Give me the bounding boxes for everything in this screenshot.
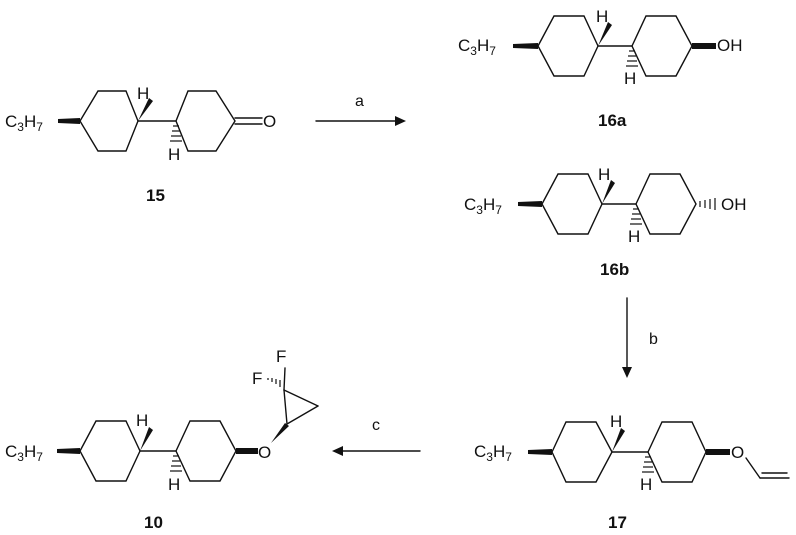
compound-15: C3H7 H H O 15: [5, 84, 276, 205]
h-atom: H: [598, 165, 610, 184]
h-atom: H: [624, 69, 636, 88]
propyl-label: C3H7: [5, 112, 43, 134]
h-atom: H: [168, 145, 180, 164]
reagent-label: b: [649, 331, 658, 348]
compound-16a: C3H7 H H OH 16a: [458, 7, 743, 130]
compound-number: 15: [146, 186, 165, 205]
h-atom: H: [610, 412, 622, 431]
f-atom: F: [276, 347, 286, 366]
compound-number: 16b: [600, 260, 629, 279]
o-atom: O: [258, 443, 271, 462]
compound-number: 17: [608, 513, 627, 532]
oh-group: OH: [721, 195, 747, 214]
oh-group: OH: [717, 36, 743, 55]
reaction-arrow-c: c: [332, 417, 421, 456]
propyl-label: C3H7: [5, 442, 43, 464]
h-atom: H: [168, 475, 180, 494]
propyl-label: C3H7: [458, 36, 496, 58]
reaction-arrow-b: b: [622, 297, 658, 378]
compound-16b: C3H7 H H OH 16b: [464, 165, 747, 279]
h-atom: H: [628, 227, 640, 246]
reagent-label: a: [355, 93, 364, 110]
compound-17: C3H7 H H O 17: [474, 412, 790, 532]
h-atom: H: [596, 7, 608, 26]
reaction-arrow-a: a: [315, 93, 406, 126]
compound-10: C3H7 H H O F F 10: [5, 347, 319, 532]
h-atom: H: [640, 475, 652, 494]
h-atom: H: [137, 84, 149, 103]
h-atom: H: [136, 411, 148, 430]
compound-number: 10: [144, 513, 163, 532]
o-atom: O: [263, 112, 276, 131]
propyl-label: C3H7: [474, 442, 512, 464]
reagent-label: c: [372, 417, 380, 434]
propyl-label: C3H7: [464, 195, 502, 217]
compound-number: 16a: [598, 111, 627, 130]
o-atom: O: [731, 443, 744, 462]
f-atom: F: [252, 369, 262, 388]
